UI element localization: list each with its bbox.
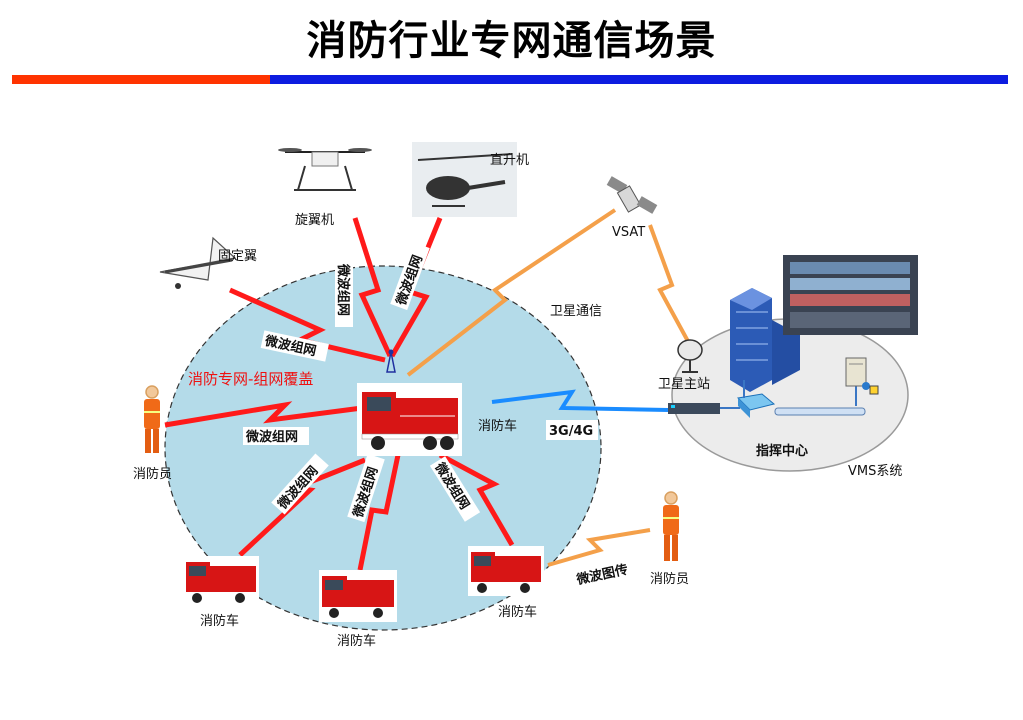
- mw-drone-label-box: 微波组网: [335, 261, 353, 327]
- mw-left-label-box: 微波组网: [243, 427, 309, 445]
- cellular-link-label: 3G/4G: [549, 424, 593, 439]
- link-vsat-station-bolt: [648, 224, 692, 346]
- link-left-bolt: [164, 401, 363, 428]
- link-fixed-bolt: [228, 287, 386, 363]
- vms-server-icon: [845, 357, 879, 395]
- firefighter-left-icon: [144, 385, 160, 453]
- mw-left-label: 微波组网: [245, 429, 298, 445]
- vms-label: VMS系统: [848, 464, 902, 479]
- truck-1-label: 消防车: [200, 613, 239, 629]
- page-title: 消防行业专网通信场景: [306, 18, 717, 64]
- network-switch-icon: [736, 393, 776, 418]
- link-truck3-bolt: [438, 452, 515, 547]
- cellular-link-label-box: 3G/4G: [546, 420, 598, 440]
- satellite-dish-icon: [677, 339, 703, 373]
- fixed-wing-label: 固定翼: [218, 249, 257, 264]
- vsat-satellite-icon: [606, 176, 658, 214]
- command-center-label: 指挥中心: [756, 443, 808, 459]
- link-drone-bolt: [352, 217, 393, 358]
- video-wall-icon: [783, 255, 918, 335]
- link-cellular-bolt: [491, 389, 669, 412]
- fixed-wing-icon: [159, 236, 237, 289]
- center-truck-label: 消防车: [478, 418, 517, 434]
- command-building-icon: [730, 288, 800, 392]
- antenna-tower-icon: [386, 349, 396, 373]
- helicopter-label: 直升机: [490, 153, 529, 168]
- rotor-drone-label: 旋翼机: [295, 213, 334, 228]
- network-bus-icon: [774, 407, 866, 416]
- firefighter-right-icon: [663, 491, 679, 561]
- link-truck2-bolt: [357, 454, 401, 571]
- fire-truck-1-icon: [183, 556, 259, 606]
- center-fire-truck-icon: [357, 383, 462, 456]
- helicopter-icon: [412, 142, 517, 217]
- fire-truck-3-icon: [468, 546, 544, 596]
- truck-3-label: 消防车: [498, 604, 537, 620]
- mw-video-label-box: 微波图传: [571, 557, 641, 589]
- firefighter-left-label: 消防员: [133, 466, 172, 482]
- ground-station-label: 卫星主站: [658, 377, 710, 392]
- fire-truck-2-icon: [319, 570, 397, 622]
- network-router-icon: [668, 403, 720, 414]
- vsat-label: VSAT: [612, 225, 645, 240]
- link-satellite-bolt: [406, 208, 617, 377]
- truck-2-label: 消防车: [337, 633, 376, 649]
- satellite-comm-label: 卫星通信: [550, 304, 602, 319]
- link-video-bolt: [547, 528, 651, 567]
- firefighter-right-label: 消防员: [650, 571, 689, 587]
- coverage-label: 消防专网-组网覆盖: [188, 370, 313, 388]
- rotor-drone-icon: [278, 137, 376, 202]
- title-underline-red: [12, 75, 270, 84]
- mw-drone-label: 微波组网: [335, 263, 351, 316]
- title-underline-blue: [270, 75, 1008, 84]
